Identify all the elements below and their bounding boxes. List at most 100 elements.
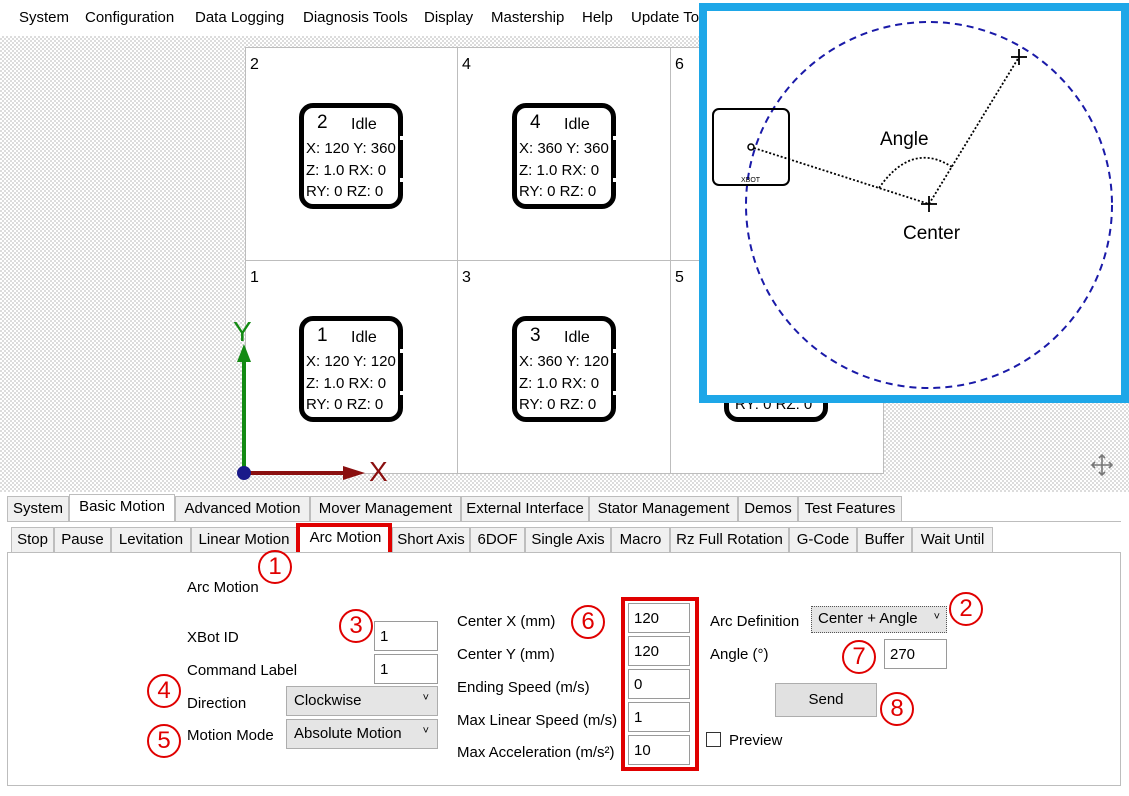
xbot-mover[interactable]: 4 Idle X: 360 Y: 360 Z: 1.0 RX: 0 RY: 0 … xyxy=(512,103,616,209)
mover-marker xyxy=(400,136,403,140)
tab-arc-motion[interactable]: Arc Motion xyxy=(299,525,392,553)
radius-line-start xyxy=(753,147,930,205)
center-y-input[interactable] xyxy=(628,636,690,666)
command-label-label: Command Label xyxy=(187,662,298,679)
tab-short-axis[interactable]: Short Axis xyxy=(392,527,470,553)
tab-system[interactable]: System xyxy=(7,496,69,522)
section-title: Arc Motion xyxy=(187,579,259,596)
arc-definition-label: Arc Definition xyxy=(710,613,800,630)
mover-ryrz: RY: 0 RZ: 0 xyxy=(306,396,384,413)
arc-diagram-panel: Angle Center XBOT xyxy=(699,3,1129,403)
mover-id: 1 xyxy=(317,325,328,346)
menu-update-tools[interactable]: Update To xyxy=(631,9,700,26)
mover-marker xyxy=(613,178,616,182)
menu-system[interactable]: System xyxy=(19,9,70,26)
motion-mode-value: Absolute Motion xyxy=(294,725,402,742)
angle-input[interactable] xyxy=(884,639,947,669)
tab-mover-management[interactable]: Mover Management xyxy=(310,496,461,522)
preview-checkbox[interactable] xyxy=(706,732,721,747)
menu-display[interactable]: Display xyxy=(424,9,474,26)
menu-data-logging[interactable]: Data Logging xyxy=(195,9,285,26)
mover-state: Idle xyxy=(351,329,377,346)
xbot-mover[interactable]: 3 Idle X: 360 Y: 120 Z: 1.0 RX: 0 RY: 0 … xyxy=(512,316,616,422)
callout-5: 5 xyxy=(147,724,181,758)
center-cross-icon xyxy=(921,196,937,212)
x-axis-label: X xyxy=(369,456,388,487)
arc-diagram xyxy=(712,21,1113,389)
tab-macro[interactable]: Macro xyxy=(611,527,670,553)
arc-path-circle xyxy=(745,21,1113,389)
tab-buffer[interactable]: Buffer xyxy=(857,527,912,553)
highlight-parameters xyxy=(621,597,699,771)
tab-external-interface[interactable]: External Interface xyxy=(461,496,589,522)
ending-speed-label: Ending Speed (m/s) xyxy=(457,679,590,696)
tab-pause[interactable]: Pause xyxy=(54,527,111,553)
callout-6: 6 xyxy=(571,605,605,639)
tab-advanced-motion[interactable]: Advanced Motion xyxy=(175,496,310,522)
callout-1: 1 xyxy=(258,550,292,584)
tile-number: 2 xyxy=(250,56,259,73)
menu-diagnosis-tools[interactable]: Diagnosis Tools xyxy=(303,9,408,26)
tab-6dof[interactable]: 6DOF xyxy=(470,527,525,553)
direction-select[interactable]: Clockwise ˅ xyxy=(286,686,438,716)
tab-wait-until[interactable]: Wait Until xyxy=(912,527,993,553)
max-linear-speed-input[interactable] xyxy=(628,702,690,732)
xbot-mover[interactable]: 2 Idle X: 120 Y: 360 Z: 1.0 RX: 0 RY: 0 … xyxy=(299,103,403,209)
mover-id: 4 xyxy=(530,112,541,133)
callout-3: 3 xyxy=(339,609,373,643)
xbot-center-dot xyxy=(747,143,755,151)
mover-marker xyxy=(613,136,616,140)
tab-levitation[interactable]: Levitation xyxy=(111,527,191,553)
callout-8: 8 xyxy=(880,692,914,726)
mover-xy: X: 120 Y: 120 xyxy=(306,353,396,370)
mover-id: 3 xyxy=(530,325,541,346)
chevron-down-icon: ˅ xyxy=(422,692,429,704)
xbot-mover[interactable]: 1 Idle X: 120 Y: 120 Z: 1.0 RX: 0 RY: 0 … xyxy=(299,316,403,422)
tab-linear-motion[interactable]: Linear Motion xyxy=(191,527,297,553)
tab-rz-full-rotation[interactable]: Rz Full Rotation xyxy=(670,527,789,553)
mover-marker xyxy=(613,391,616,395)
mover-ryrz: RY: 0 RZ: 0 xyxy=(306,183,384,200)
chevron-down-icon: ˅ xyxy=(933,611,940,623)
menu-mastership[interactable]: Mastership xyxy=(491,9,565,26)
mover-zrx: Z: 1.0 RX: 0 xyxy=(519,162,600,179)
tile-number: 5 xyxy=(675,269,684,286)
mover-ryrz: RY: 0 RZ: 0 xyxy=(519,396,597,413)
tab-stator-management[interactable]: Stator Management xyxy=(589,496,738,522)
tab-test-features[interactable]: Test Features xyxy=(798,496,902,522)
end-point-cross-icon xyxy=(1011,49,1027,65)
move-cursor-icon xyxy=(1090,453,1114,477)
tab-single-axis[interactable]: Single Axis xyxy=(525,527,611,553)
mover-marker xyxy=(400,349,403,353)
center-label: Center xyxy=(903,223,961,244)
command-label-input[interactable] xyxy=(374,654,438,684)
xbot-id-input[interactable] xyxy=(374,621,438,651)
mover-xy: X: 360 Y: 120 xyxy=(519,353,609,370)
mover-zrx: Z: 1.0 RX: 0 xyxy=(306,375,387,392)
mover-marker xyxy=(613,349,616,353)
mover-id: 2 xyxy=(317,112,328,133)
send-button[interactable]: Send xyxy=(775,683,877,717)
tab-g-code[interactable]: G-Code xyxy=(789,527,857,553)
center-x-input[interactable] xyxy=(628,603,690,633)
center-y-label: Center Y (mm) xyxy=(457,646,555,663)
mover-marker xyxy=(400,178,403,182)
motion-mode-select[interactable]: Absolute Motion ˅ xyxy=(286,719,438,749)
max-acceleration-input[interactable] xyxy=(628,735,690,765)
tab-basic-motion[interactable]: Basic Motion xyxy=(69,494,175,522)
angle-arc xyxy=(878,156,953,189)
arc-definition-select[interactable]: Center + Angle ˅ xyxy=(811,606,947,633)
center-x-label: Center X (mm) xyxy=(457,613,556,630)
y-axis-label: Y xyxy=(233,316,252,347)
x-axis-arrow xyxy=(343,466,365,480)
mover-state: Idle xyxy=(564,329,590,346)
tab-demos[interactable]: Demos xyxy=(738,496,798,522)
mover-zrx: Z: 1.0 RX: 0 xyxy=(306,162,387,179)
ending-speed-input[interactable] xyxy=(628,669,690,699)
menu-configuration[interactable]: Configuration xyxy=(85,9,175,26)
tile-number: 4 xyxy=(462,56,471,73)
menu-help[interactable]: Help xyxy=(582,9,613,26)
mover-state: Idle xyxy=(564,116,590,133)
tab-stop[interactable]: Stop xyxy=(11,527,54,553)
xbot-shape xyxy=(712,108,790,186)
